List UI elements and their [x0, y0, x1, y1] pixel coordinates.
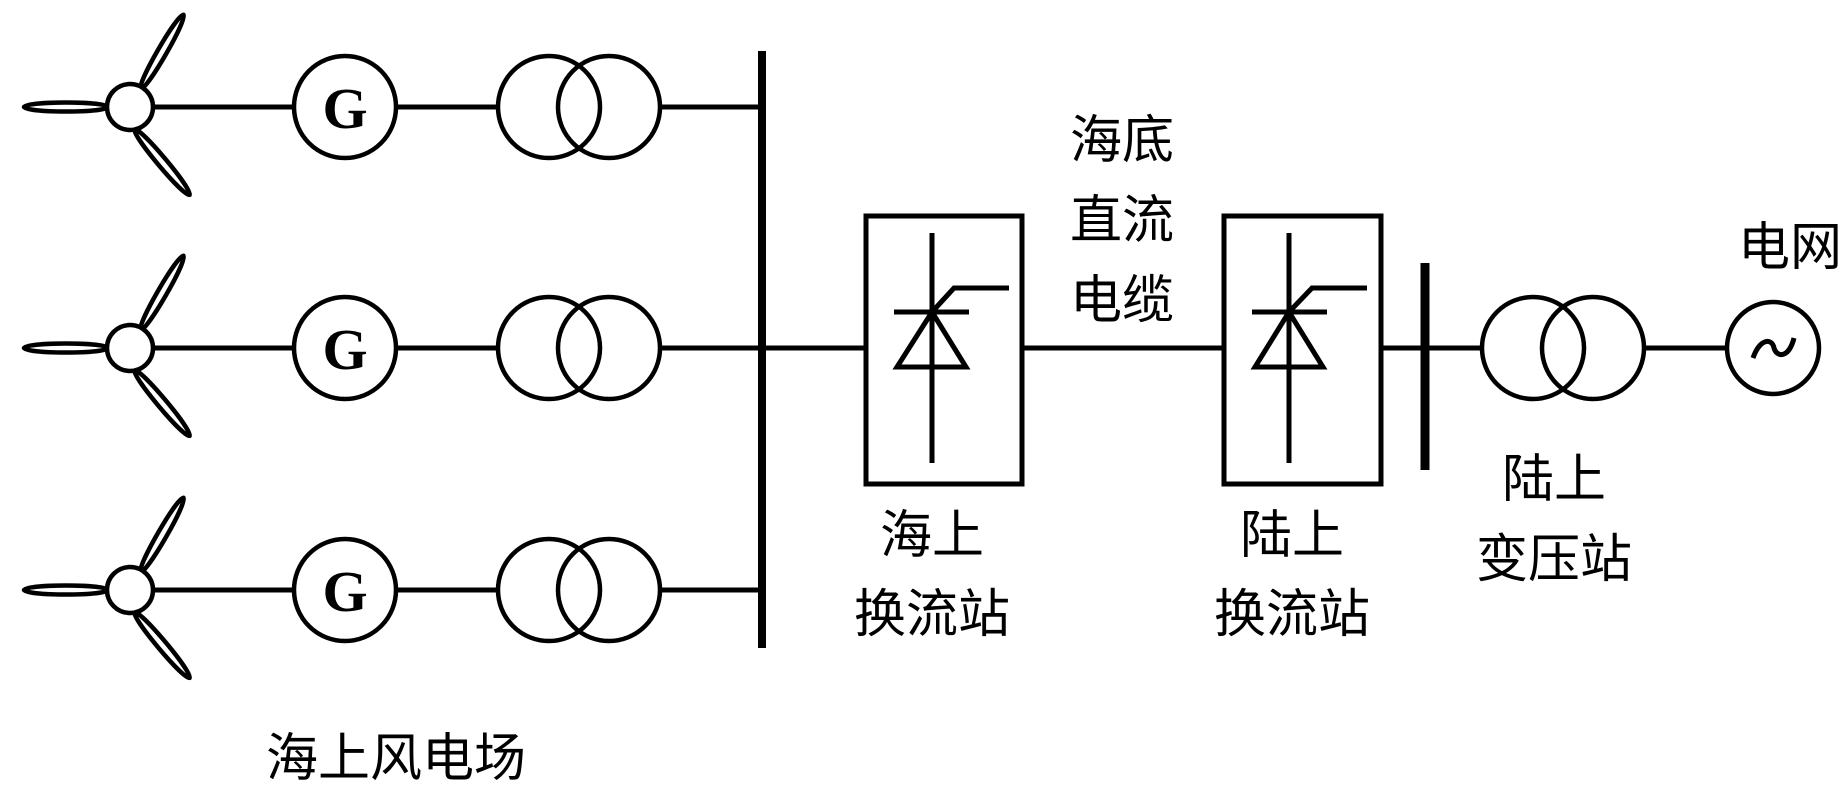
- transformer-secondary-winding: [1539, 294, 1647, 402]
- onshore-converter-station: [1221, 213, 1384, 487]
- generator-icon: G: [291, 536, 399, 644]
- transformer-icon: [495, 294, 663, 402]
- onshore-converter-label-line2: 换流站: [1214, 585, 1370, 645]
- wind-turbine-icon: [21, 253, 193, 439]
- cable-label-line3: 电缆: [1070, 271, 1174, 331]
- substation-label-line1: 陆上: [1502, 450, 1606, 510]
- turbine-hub: [104, 322, 156, 374]
- generator-circle: [291, 53, 399, 161]
- onshore-converter-label-line1: 陆上: [1240, 506, 1344, 566]
- transformer-secondary-winding: [555, 53, 663, 161]
- transformer-primary-winding: [495, 294, 603, 402]
- wind-farm-label: 海上风电场: [266, 729, 526, 789]
- generator-icon: G: [291, 294, 399, 402]
- onshore-converter-label: 陆上 换流站: [1214, 506, 1370, 645]
- wind-turbine-icon: [21, 12, 193, 198]
- wind-turbine-icon: [21, 495, 193, 681]
- tilde-icon: [1750, 337, 1797, 359]
- grid-label: 电网: [1738, 218, 1842, 278]
- offshore-converter-box: [863, 213, 1025, 487]
- generator-circle: [291, 294, 399, 402]
- turbine-blade: [137, 495, 187, 575]
- cable-label-line2: 直流: [1070, 191, 1174, 251]
- onshore-substation-label: 陆上 变压站: [1476, 450, 1632, 590]
- generator-circle: [291, 536, 399, 644]
- turbine-blade: [131, 126, 193, 198]
- turbine-row-2: G: [21, 253, 762, 439]
- transformer-secondary-winding: [555, 294, 663, 402]
- generator-label: G: [322, 76, 367, 141]
- onshore-converter-box: [1221, 213, 1384, 487]
- thyristor-icon: [1250, 233, 1367, 463]
- transformer-icon: [1479, 294, 1647, 402]
- generator-label: G: [322, 317, 367, 382]
- offshore-converter-label: 海上 换流站: [854, 506, 1010, 645]
- turbine-blade: [21, 583, 111, 597]
- turbine-row-1: G: [21, 12, 762, 198]
- transformer-icon: [495, 53, 663, 161]
- ac-grid-source-icon: [1724, 299, 1822, 397]
- transformer-icon: [495, 536, 663, 644]
- turbine-blade: [21, 100, 111, 114]
- turbine-blade: [137, 12, 187, 92]
- offshore-converter-station: [863, 213, 1025, 487]
- turbine-hub: [104, 564, 156, 616]
- transformer-primary-winding: [1479, 294, 1587, 402]
- submarine-cable-label: 海底 直流 电缆: [1070, 111, 1174, 331]
- turbine-rows: G G G: [21, 12, 762, 681]
- turbine-blade: [21, 341, 111, 355]
- turbine-blade: [131, 609, 193, 681]
- transformer-primary-winding: [495, 536, 603, 644]
- turbine-blade: [131, 367, 193, 439]
- transformer-secondary-winding: [555, 536, 663, 644]
- turbine-blade: [137, 253, 187, 333]
- thyristor-icon: [892, 233, 1009, 463]
- generator-label: G: [322, 559, 367, 624]
- generator-icon: G: [291, 53, 399, 161]
- transformer-primary-winding: [495, 53, 603, 161]
- cable-label-line1: 海底: [1070, 111, 1174, 171]
- offshore-converter-label-line1: 海上: [880, 506, 984, 566]
- substation-label-line2: 变压站: [1476, 530, 1632, 590]
- turbine-hub: [104, 81, 156, 133]
- turbine-row-3: G: [21, 495, 762, 681]
- offshore-converter-label-line2: 换流站: [854, 585, 1010, 645]
